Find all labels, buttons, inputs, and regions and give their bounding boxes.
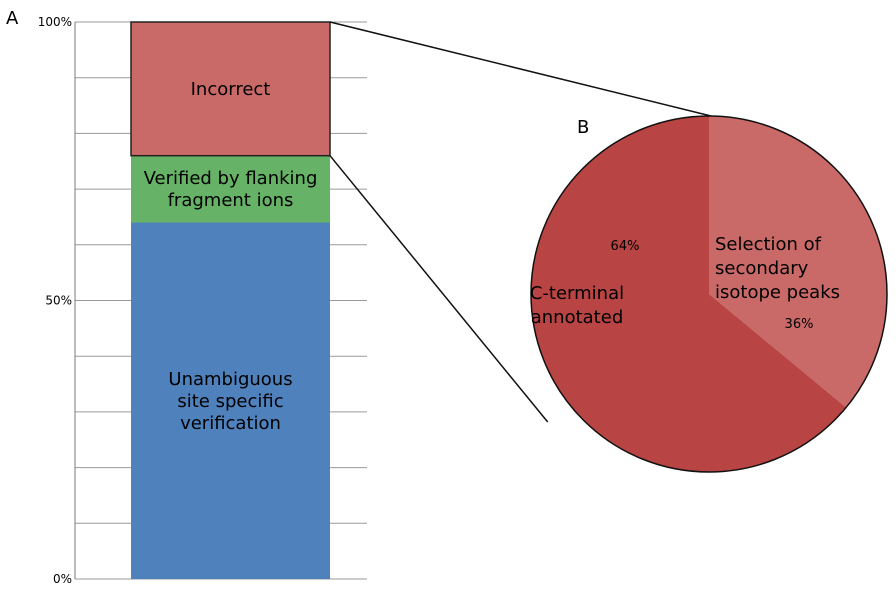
bar-segment-label: Unambiguous	[168, 369, 292, 390]
panel-label-b: B	[577, 117, 589, 138]
bar-segment-unambiguous	[131, 222, 330, 579]
zoom-segment-outline	[130, 21, 331, 157]
bar-segment-label: site specific	[177, 391, 283, 412]
bar-segment-label: fragment ions	[168, 190, 294, 211]
pie-slice-label: Selection of	[715, 234, 822, 255]
pie-percent-label: 64%	[611, 239, 640, 254]
y-tick-label: 50%	[45, 294, 72, 308]
y-tick-label: 100%	[38, 15, 72, 29]
pie-outline	[530, 115, 888, 473]
pie-slice-label: annotated	[531, 307, 624, 328]
bar-y-axis: 0% 50% 100%	[38, 15, 76, 586]
pie-percent-label: 36%	[785, 317, 814, 332]
bar-segment-label: Verified by flanking	[144, 168, 318, 189]
connector-line-bottom	[329, 155, 549, 423]
pie-slice-label: isotope peaks	[715, 282, 840, 303]
pie-slice-label: secondary	[715, 258, 809, 279]
bar-segment-incorrect	[131, 22, 330, 156]
pie-slice-cterminal	[530, 116, 847, 473]
connector-line-top	[329, 21, 712, 117]
bar-segment-label: verification	[180, 413, 281, 434]
y-tick-label: 0%	[53, 572, 72, 586]
pie-slice-label: C-terminal	[530, 283, 624, 304]
bar-segment-label: Incorrect	[191, 79, 271, 100]
pie-slice-secondary	[709, 116, 887, 408]
pie-chart: Selection of secondary isotope peaks 36% C-t…	[530, 115, 888, 473]
bar-segment-flanking	[131, 155, 330, 223]
zoom-connector-lines	[329, 21, 712, 423]
panel-label-a: A	[6, 8, 19, 29]
